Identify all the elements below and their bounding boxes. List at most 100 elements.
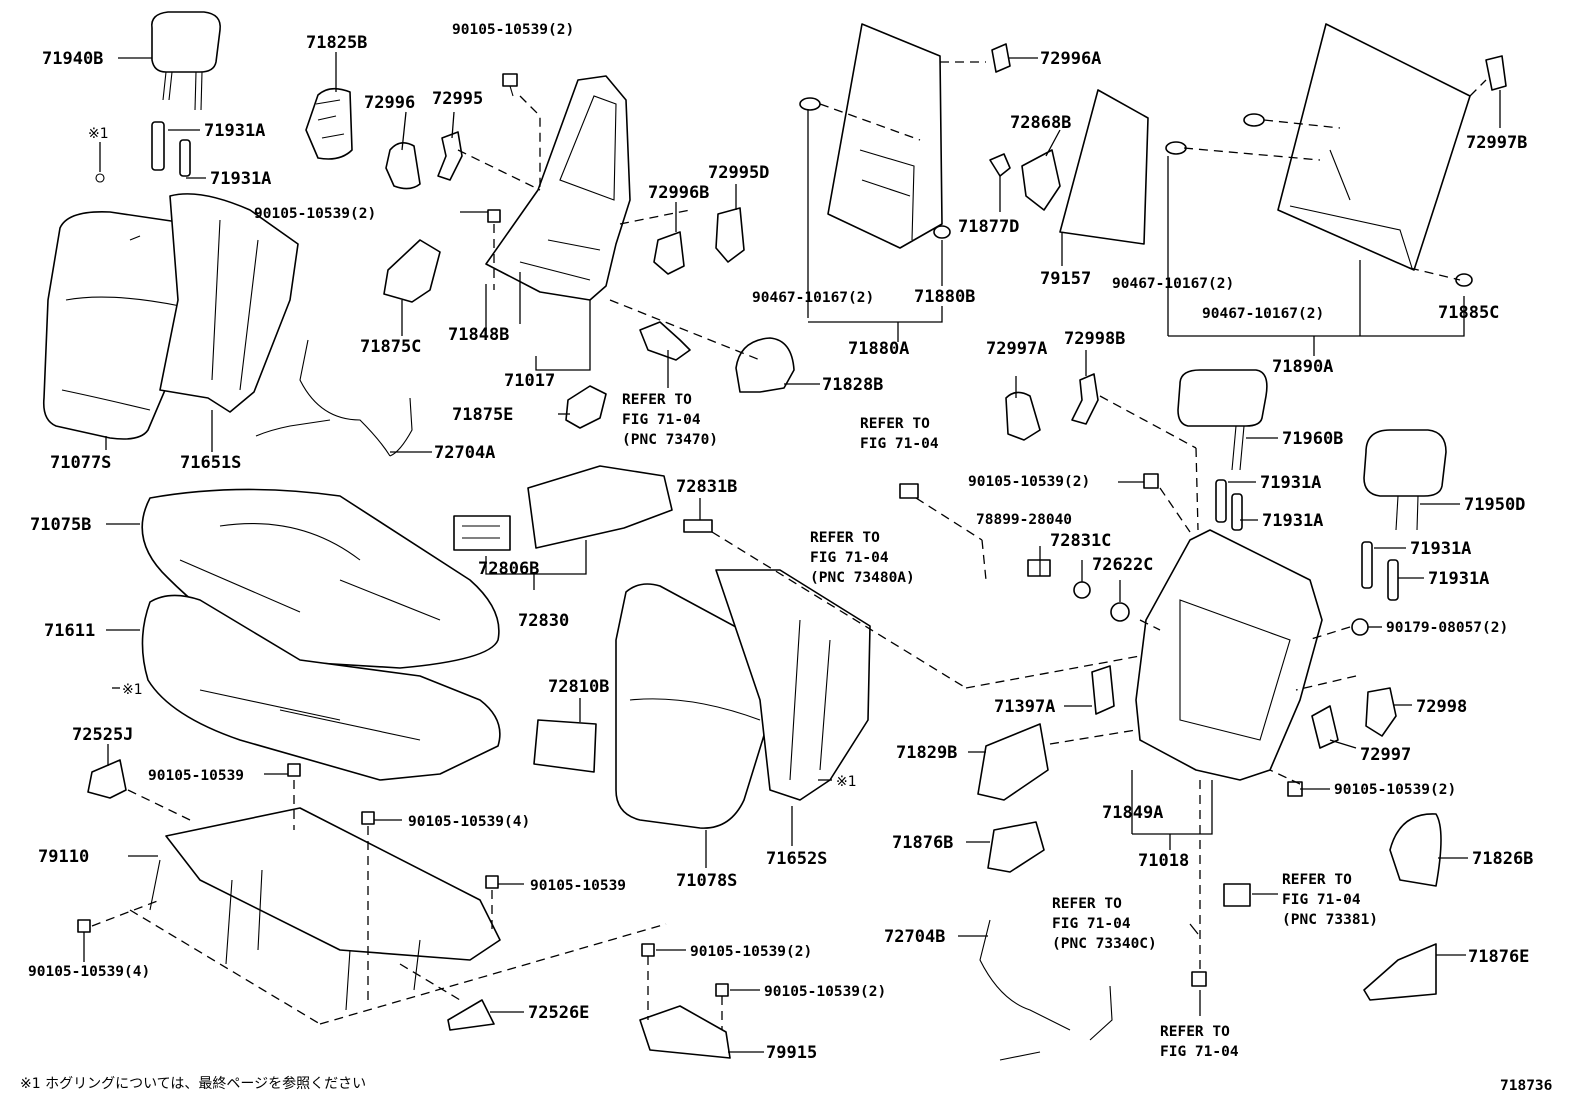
leader-lines <box>83 52 1501 1053</box>
part-72998b <box>1071 373 1099 425</box>
label-71877d: 71877D <box>958 217 1019 237</box>
part-71829b <box>977 723 1049 801</box>
part-72996b <box>653 231 685 275</box>
label-71960b: 71960B <box>1282 429 1343 449</box>
label-71875e: 71875E <box>452 405 513 425</box>
label-90105-10539-2-h: 90105-10539(2) <box>764 984 886 1000</box>
label-71611: 71611 <box>44 621 95 641</box>
label-71931a-e: 71931A <box>1410 539 1471 559</box>
label-72868b: 72868B <box>1010 113 1071 133</box>
label-refer6-line1: REFER TO <box>1160 1024 1230 1040</box>
label-90467-a: 90467-10167(2) <box>752 290 874 306</box>
label-72831c: 72831C <box>1050 531 1111 551</box>
part-72995d <box>715 207 745 263</box>
label-72526e: 72526E <box>528 1003 589 1023</box>
bracket-ref-73381 <box>1223 883 1251 907</box>
label-71829b: 71829B <box>896 743 957 763</box>
label-72997: 72997 <box>1360 745 1411 765</box>
label-refer3-line3: (PNC 73480A) <box>810 570 915 586</box>
label-71078s: 71078S <box>676 871 737 891</box>
label-71018: 71018 <box>1138 851 1189 871</box>
part-71397a <box>1091 665 1115 715</box>
label-71880a: 71880A <box>848 339 909 359</box>
holder-72830 <box>453 465 673 551</box>
cover-71825b <box>305 87 353 160</box>
label-71940b: 71940B <box>42 49 103 69</box>
label-78899-28040: 78899-28040 <box>976 512 1072 528</box>
label-72810b: 72810B <box>548 677 609 697</box>
label-refer1-line3: (PNC 73470) <box>622 432 718 448</box>
label-71077s: 71077S <box>50 453 111 473</box>
label-90467-c: 90467-10167(2) <box>1202 306 1324 322</box>
board-71890a <box>1277 23 1471 271</box>
label-71931a-b: 71931A <box>210 169 271 189</box>
label-72996b: 72996B <box>648 183 709 203</box>
seatback-71077s <box>42 211 198 440</box>
label-refer5-line3: (PNC 73340C) <box>1052 936 1157 952</box>
label-90105-10539-2-c: 90105-10539(2) <box>968 474 1090 490</box>
part-71826b <box>1389 813 1442 887</box>
label-71880b: 71880B <box>914 287 975 307</box>
part-79915 <box>639 1005 731 1059</box>
board-71880a <box>827 23 943 249</box>
frame-71017 <box>485 75 631 301</box>
label-71828b: 71828B <box>822 375 883 395</box>
bolts-right <box>899 473 1369 797</box>
label-refer6-line2: FIG 71-04 <box>1160 1044 1239 1060</box>
seatback-71078s <box>615 583 779 829</box>
label-90105-10539-f: 90105-10539 <box>530 878 626 894</box>
frame-79110 <box>149 807 501 1011</box>
label-refer1-line1: REFER TO <box>622 392 692 408</box>
label-71885c: 71885C <box>1438 303 1499 323</box>
label-71950d: 71950D <box>1464 495 1525 515</box>
part-72997 <box>1311 705 1339 749</box>
label-refer4-line3: (PNC 73381) <box>1282 912 1378 928</box>
label-72622c: 72622C <box>1092 555 1153 575</box>
part-71877d <box>989 153 1011 177</box>
harness-72704b <box>979 919 1113 1061</box>
part-71876b <box>987 821 1045 873</box>
label-72831b: 72831B <box>676 477 737 497</box>
label-refer5-line1: REFER TO <box>1052 896 1122 912</box>
label-90105-10539-2-a: 90105-10539(2) <box>452 22 574 38</box>
label-71890a: 71890A <box>1272 357 1333 377</box>
label-79915: 79915 <box>766 1043 817 1063</box>
label-refer4-line2: FIG 71-04 <box>1282 892 1361 908</box>
bracket-71875e <box>565 385 607 429</box>
label-72995: 72995 <box>432 89 483 109</box>
label-71397a: 71397A <box>994 697 1055 717</box>
pad-71611 <box>141 594 501 781</box>
clip-72995 <box>437 131 463 181</box>
label-71876b: 71876B <box>892 833 953 853</box>
label-90105-10539-d: 90105-10539 <box>148 768 244 784</box>
label-71075b: 71075B <box>30 515 91 535</box>
headrest-71950d <box>1363 429 1447 531</box>
label-90105-10539-4-b: 90105-10539(4) <box>28 964 150 980</box>
pin-71931a-pair-left <box>151 121 191 177</box>
part-72526e <box>447 999 495 1031</box>
label-90105-10539-4-a: 90105-10539(4) <box>408 814 530 830</box>
label-90467-b: 90467-10167(2) <box>1112 276 1234 292</box>
label-90105-10539-2-g: 90105-10539(2) <box>690 944 812 960</box>
label-71017: 71017 <box>504 371 555 391</box>
label-79110: 79110 <box>38 847 89 867</box>
label-71651s: 71651S <box>180 453 241 473</box>
label-72995d: 72995D <box>708 163 769 183</box>
clip-72997b <box>1485 55 1507 91</box>
label-79157: 79157 <box>1040 269 1091 289</box>
label-72996a: 72996A <box>1040 49 1101 69</box>
cover-71828b <box>735 337 795 393</box>
label-refer2-line1: REFER TO <box>860 416 930 432</box>
label-ref1-right: ※1 <box>836 774 857 790</box>
label-refer4-line1: REFER TO <box>1282 872 1352 888</box>
label-refer1-line2: FIG 71-04 <box>622 412 701 428</box>
bolt-90105-top <box>502 73 518 97</box>
harness-72704a <box>255 339 413 457</box>
label-90105-10539-2-e: 90105-10539(2) <box>1334 782 1456 798</box>
label-72998b: 72998B <box>1064 329 1125 349</box>
part-72998 <box>1365 687 1397 737</box>
pins-71931a-right <box>1215 479 1399 601</box>
label-72806b: 72806B <box>478 559 539 579</box>
label-71848b: 71848B <box>448 325 509 345</box>
label-refer3-line2: FIG 71-04 <box>810 550 889 566</box>
